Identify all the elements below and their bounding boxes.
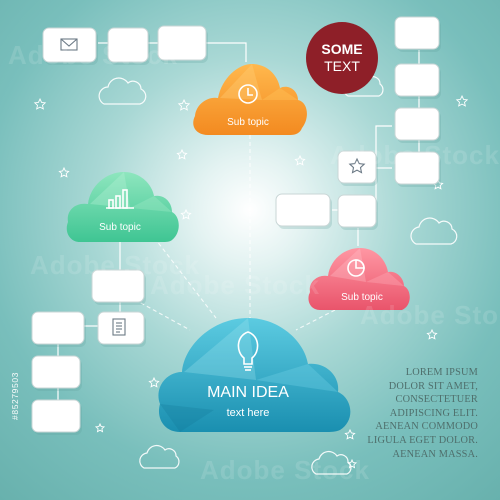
lightbulb-icon (237, 331, 259, 371)
text-boxes (31, 16, 441, 435)
lorem-line: AENEAN MASSA. (392, 448, 478, 460)
sub-topic-cloud-orange[interactable]: Sub topic (193, 64, 307, 135)
star-box[interactable] (337, 150, 377, 184)
text-box[interactable] (31, 355, 81, 389)
envelope-icon (60, 38, 78, 51)
star-icon (180, 208, 192, 220)
watermark: Adobe Stock (330, 140, 500, 170)
main-idea-title: MAIN IDEA (207, 384, 289, 401)
watermark: Adobe Stock (8, 40, 178, 70)
bar-chart-icon (106, 189, 134, 209)
badge-line-1: SOME (321, 41, 362, 57)
outline-cloud-icon (311, 450, 352, 475)
text-box[interactable] (31, 399, 81, 433)
text-box[interactable] (394, 63, 440, 97)
outline-cloud-icon (98, 77, 147, 105)
watermark: Adobe Stock (150, 270, 320, 300)
some-text-badge[interactable]: SOME TEXT (306, 22, 378, 94)
text-box[interactable] (394, 107, 440, 141)
star-icon (348, 157, 366, 174)
star-icon (426, 328, 438, 340)
lorem-line: DOLOR SIT AMET, (388, 380, 478, 392)
outline-cloud-icon (139, 444, 180, 469)
star-icon (177, 98, 191, 111)
outline-cloud-icon (410, 217, 458, 245)
sub-topic-label: Sub topic (99, 222, 141, 233)
watermark: Adobe Stock (200, 455, 370, 485)
text-box[interactable] (394, 151, 440, 185)
text-box[interactable] (337, 194, 377, 228)
text-box[interactable] (91, 269, 145, 303)
sub-topic-label: Sub topic (227, 117, 269, 128)
lorem-line: CONSECTETUER (395, 394, 478, 406)
lorem-line: LOREM IPSUM (405, 367, 478, 378)
main-idea-subtitle: text here (227, 407, 270, 419)
sub-topic-label: Sub topic (341, 292, 383, 303)
badge-line-2: TEXT (324, 58, 360, 74)
pie-chart-icon (347, 259, 365, 277)
watermark: Adobe Stock (30, 250, 200, 280)
clock-icon (238, 84, 258, 104)
text-box[interactable] (157, 25, 207, 61)
document-box[interactable] (97, 311, 145, 345)
sub-topic-cloud-red[interactable]: Sub topic (308, 248, 410, 310)
star-icon (176, 148, 188, 160)
lorem-line: AENEAN COMMODO (375, 421, 478, 433)
stock-id: #85279503 (10, 372, 20, 420)
watermark: Adobe Stock (360, 300, 500, 330)
lorem-text-block: LOREM IPSUM DOLOR SIT AMET, CONSECTETUER… (328, 366, 478, 461)
main-idea-cloud[interactable]: MAIN IDEA text here (158, 318, 351, 432)
lorem-line: LIGULA EGET DOLOR. (367, 434, 478, 446)
star-icon (346, 458, 358, 469)
star-icon (455, 94, 469, 107)
document-icon (112, 318, 126, 336)
star-icon (58, 166, 70, 178)
text-box[interactable] (275, 193, 331, 227)
text-box[interactable] (394, 16, 440, 50)
star-icon (148, 376, 160, 388)
star-icon (344, 428, 356, 440)
lorem-line: ADIPISCING ELIT. (389, 407, 478, 419)
text-box[interactable] (107, 27, 149, 63)
star-icon (33, 97, 47, 110)
sub-topic-cloud-green[interactable]: Sub topic (66, 172, 179, 242)
star-icon (294, 154, 306, 166)
text-box[interactable] (31, 311, 85, 345)
star-icon (94, 422, 106, 433)
